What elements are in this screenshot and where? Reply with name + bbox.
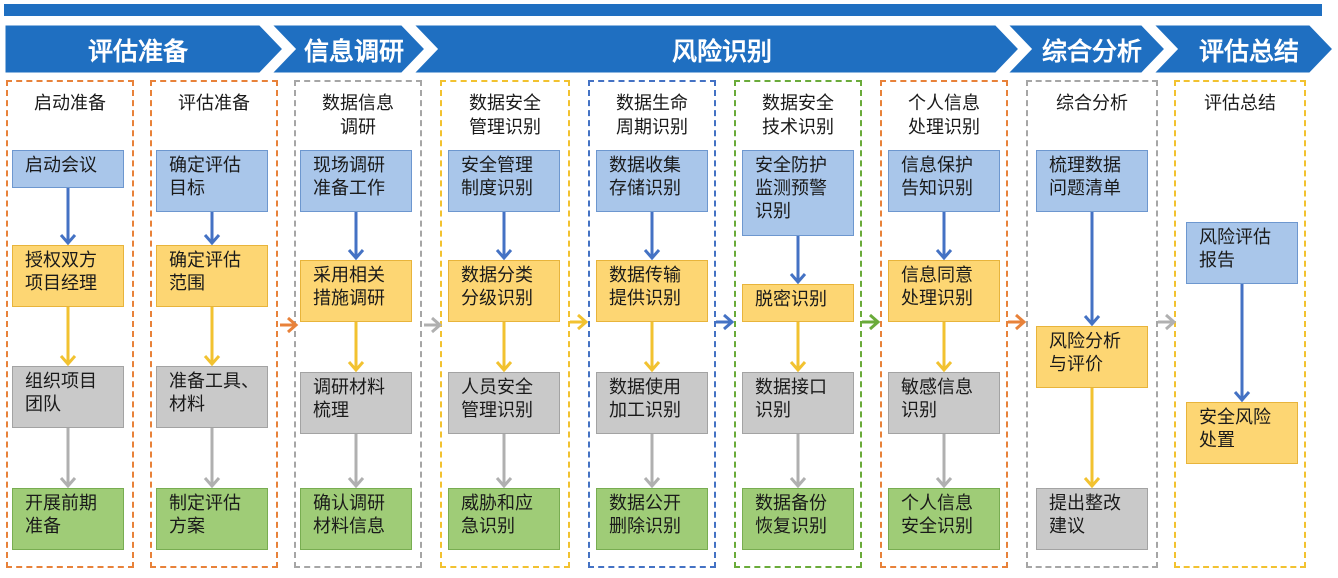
column-title: 综合分析 (1056, 93, 1128, 114)
column-title: 数据信息 调研 (322, 93, 394, 138)
phase-chevron (408, 22, 1023, 76)
process-column: 数据生命 周期识别 (588, 80, 716, 568)
column-title: 启动准备 (34, 93, 106, 114)
step-box: 人员安全 管理识别 (448, 372, 560, 434)
step-box: 数据使用 加工识别 (596, 372, 708, 434)
process-column: 评估总结 (1174, 80, 1306, 568)
step-box: 提出整改 建议 (1036, 488, 1148, 550)
flow-arrow (716, 313, 735, 331)
step-box: 确定评估 范围 (156, 245, 268, 307)
step-box: 个人信息 安全识别 (888, 488, 1000, 550)
step-box: 启动会议 (12, 150, 124, 188)
process-column: 启动准备 (6, 80, 134, 568)
flow-arrow (1158, 313, 1177, 331)
phase-chevron (2, 22, 287, 76)
step-box: 调研材料 梳理 (300, 372, 412, 434)
column-title: 数据安全 管理识别 (469, 93, 541, 138)
phase-chevron (1148, 22, 1337, 76)
step-box: 安全防护 监测预警 识别 (742, 150, 854, 236)
step-box: 安全管理 制度识别 (448, 150, 560, 212)
step-box: 数据公开 删除识别 (596, 488, 708, 550)
flow-arrow (424, 316, 443, 334)
step-box: 信息同意 处理识别 (888, 260, 1000, 322)
process-column: 评估准备 (150, 80, 278, 568)
step-box: 数据备份 恢复识别 (742, 488, 854, 550)
step-box: 数据分类 分级识别 (448, 260, 560, 322)
step-box: 风险评估 报告 (1186, 222, 1298, 284)
phase-label: 综合分析 (1041, 37, 1142, 66)
flow-arrow (862, 313, 881, 331)
step-box: 安全风险 处置 (1186, 402, 1298, 464)
step-box: 开展前期 准备 (12, 488, 124, 550)
step-box: 数据传输 提供识别 (596, 260, 708, 322)
top-bar (4, 4, 1322, 16)
column-title: 数据安全 技术识别 (762, 93, 834, 138)
step-box: 确认调研 材料信息 (300, 488, 412, 550)
phase-label: 评估准备 (87, 37, 188, 66)
step-box: 现场调研 准备工作 (300, 150, 412, 212)
process-column: 数据安全 技术识别 (734, 80, 862, 568)
column-title: 个人信息 处理识别 (908, 93, 980, 138)
column-title: 评估准备 (178, 93, 250, 114)
step-box: 威胁和应 急识别 (448, 488, 560, 550)
phase-label: 评估总结 (1198, 37, 1299, 66)
step-box: 组织项目 团队 (12, 366, 124, 428)
process-column: 个人信息 处理识别 (880, 80, 1008, 568)
column-title: 评估总结 (1204, 93, 1276, 114)
step-box: 数据收集 存储识别 (596, 150, 708, 212)
step-box: 信息保护 告知识别 (888, 150, 1000, 212)
phase-label: 信息调研 (303, 37, 404, 66)
step-box: 脱密识别 (742, 284, 854, 322)
step-box: 准备工具、 材料 (156, 366, 268, 428)
step-box: 制定评估 方案 (156, 488, 268, 550)
step-box: 确定评估 目标 (156, 150, 268, 212)
phase-chevron (1002, 22, 1169, 76)
phase-chevron (266, 22, 429, 76)
phase-chevrons (2, 22, 1337, 76)
process-column: 综合分析 (1026, 80, 1158, 568)
step-box: 数据接口 识别 (742, 372, 854, 434)
phase-label: 风险识别 (671, 37, 772, 66)
column-title: 数据生命 周期识别 (616, 93, 688, 138)
step-box: 梳理数据 问题清单 (1036, 150, 1148, 212)
step-box: 授权双方 项目经理 (12, 245, 124, 307)
flow-arrow (1008, 313, 1027, 331)
step-box: 风险分析 与评价 (1036, 326, 1148, 388)
flow-arrow (570, 313, 589, 331)
step-box: 采用相关 措施调研 (300, 260, 412, 322)
step-box: 敏感信息 识别 (888, 372, 1000, 434)
